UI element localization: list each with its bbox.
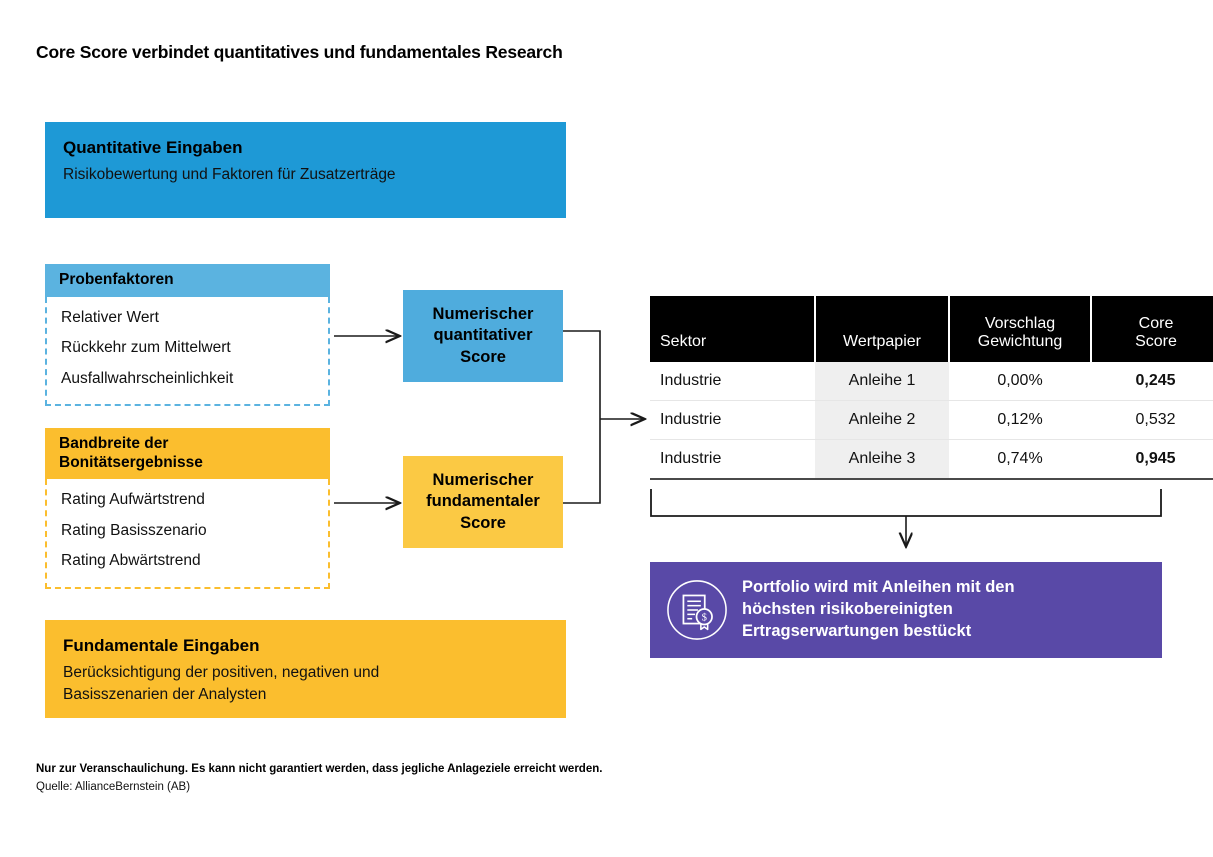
column-header-weight-line1: Vorschlag: [984, 314, 1056, 332]
credit-range-list: Rating Aufwärtstrend Rating Basisszenari…: [45, 479, 330, 589]
list-item: Rückkehr zum Mittelwert: [61, 339, 231, 357]
numeric-fundamental-score-box: Numerischer fundamentaler Score: [403, 456, 563, 548]
portfolio-line2: höchsten risikobereinigten: [742, 600, 953, 619]
fundamental-inputs-subtitle: Berücksichtigung der positiven, negative…: [63, 662, 548, 707]
cell-sektor: Industrie: [650, 362, 815, 401]
table-row: Industrie Anleihe 3 0,74% 0,945: [650, 439, 1213, 480]
cell-wertpapier: Anleihe 1: [815, 362, 949, 401]
numeric-quantitative-score-box: Numerischer quantitativer Score: [403, 290, 563, 382]
cell-sektor: Industrie: [650, 439, 815, 480]
cell-wertpapier: Anleihe 2: [815, 400, 949, 440]
arrow-scores-to-table: [563, 330, 644, 504]
cell-wertpapier: Anleihe 3: [815, 439, 949, 480]
portfolio-result-panel: $ Portfolio wird mit Anleihen mit den hö…: [650, 562, 1162, 658]
fundamental-inputs-subtitle-line2: Basisszenarien der Analysten: [63, 686, 267, 704]
fund-score-line2: fundamentaler: [426, 492, 540, 511]
cell-core-score: 0,945: [1091, 439, 1213, 480]
cell-core-score: 0,245: [1091, 362, 1213, 401]
quantitative-inputs-panel: Quantitative Eingaben Risikobewertung un…: [45, 122, 566, 218]
sample-factors-list: Relativer Wert Rückkehr zum Mittelwert A…: [45, 296, 330, 407]
table-bracket: [650, 489, 1162, 517]
credit-range-header: Bandbreite der Bonitätsergebnisse: [45, 428, 330, 480]
column-header-sektor: Sektor: [650, 296, 816, 362]
sample-factors-group: Probenfaktoren Relativer Wert Rückkehr z…: [45, 264, 330, 407]
list-item: Rating Aufwärtstrend: [61, 491, 205, 509]
footnote-disclaimer: Nur zur Veranschaulichung. Es kann nicht…: [36, 763, 603, 775]
table-row: Industrie Anleihe 1 0,00% 0,245: [650, 362, 1213, 401]
fund-score-line1: Numerischer: [432, 471, 534, 490]
column-header-score-line2: Score: [1135, 333, 1177, 351]
page-title: Core Score verbindet quantitatives und f…: [36, 42, 563, 62]
credit-range-group: Bandbreite der Bonitätsergebnisse Rating…: [45, 428, 330, 589]
quant-score-line3: Score: [460, 347, 506, 366]
column-header-score-line1: Core: [1138, 314, 1174, 332]
fund-score-line3: Score: [460, 513, 506, 532]
cell-core-score: 0,532: [1091, 400, 1213, 440]
credit-range-header-line1: Bandbreite der: [59, 435, 169, 452]
fundamental-inputs-subtitle-line1: Berücksichtigung der positiven, negative…: [63, 663, 380, 681]
quant-score-line2: quantitativer: [433, 326, 533, 345]
cell-gewichtung: 0,74%: [949, 439, 1091, 480]
column-header-wertpapier: Wertpapier: [815, 296, 950, 362]
footnote-source: Quelle: AllianceBernstein (AB): [36, 781, 191, 793]
core-score-table: Sektor Wertpapier Vorschlag Gewichtung C…: [650, 296, 1213, 480]
column-header-weight-line2: Gewichtung: [977, 333, 1063, 351]
table-row: Industrie Anleihe 2 0,12% 0,532: [650, 400, 1213, 440]
table-header-row: Sektor Wertpapier Vorschlag Gewichtung C…: [650, 296, 1213, 362]
column-header-core-score: Core Score: [1091, 296, 1213, 362]
certificate-dollar-icon: $: [667, 580, 727, 640]
list-item: Rating Abwärtstrend: [61, 552, 201, 570]
svg-text:$: $: [702, 613, 707, 624]
cell-gewichtung: 0,00%: [949, 362, 1091, 401]
quantitative-inputs-title: Quantitative Eingaben: [63, 138, 243, 157]
fundamental-inputs-title: Fundamentale Eingaben: [63, 636, 260, 655]
credit-range-header-line2: Bonitätsergebnisse: [59, 453, 203, 471]
portfolio-line3: Ertragserwartungen bestückt: [742, 621, 972, 640]
portfolio-result-text: Portfolio wird mit Anleihen mit den höch…: [742, 577, 1015, 643]
quant-score-line1: Numerischer: [432, 305, 534, 324]
sample-factors-header: Probenfaktoren: [45, 264, 330, 297]
portfolio-line1: Portfolio wird mit Anleihen mit den: [742, 578, 1015, 597]
list-item: Relativer Wert: [61, 308, 159, 326]
cell-gewichtung: 0,12%: [949, 400, 1091, 440]
cell-sektor: Industrie: [650, 400, 815, 440]
column-header-vorschlag-gewichtung: Vorschlag Gewichtung: [949, 296, 1092, 362]
fundamental-inputs-panel: Fundamentale Eingaben Berücksichtigung d…: [45, 620, 566, 718]
list-item: Rating Basisszenario: [61, 521, 207, 539]
list-item: Ausfallwahrscheinlichkeit: [61, 369, 234, 387]
quantitative-inputs-subtitle: Risikobewertung und Faktoren für Zusatze…: [63, 165, 396, 183]
